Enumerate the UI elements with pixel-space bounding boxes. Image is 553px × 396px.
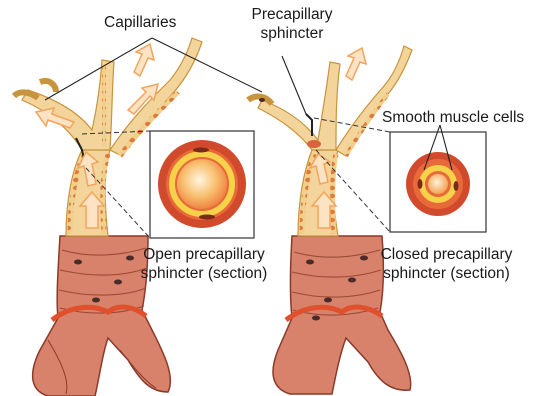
open-label-line1: Open precapillary	[124, 245, 284, 264]
right-vessel-closed	[248, 46, 412, 394]
open-label-line2: sphincter (section)	[124, 264, 284, 283]
closed-label-line1: Closed precapillary	[364, 245, 529, 264]
closed-sphincter-label: Closed precapillary sphincter (section)	[364, 245, 529, 283]
capillaries-label: Capillaries	[104, 13, 176, 32]
closed-label-line2: sphincter (section)	[364, 264, 529, 283]
open-sphincter-label: Open precapillary sphincter (section)	[124, 245, 284, 283]
closed-section-box	[314, 118, 486, 232]
precapillary-label-line2: sphincter	[232, 24, 352, 43]
smooth-muscle-cells-label: Smooth muscle cells	[382, 108, 524, 127]
precapillary-label-line1: Precapillary	[232, 5, 352, 24]
precapillary-sphincter-label: Precapillary sphincter	[232, 5, 352, 43]
